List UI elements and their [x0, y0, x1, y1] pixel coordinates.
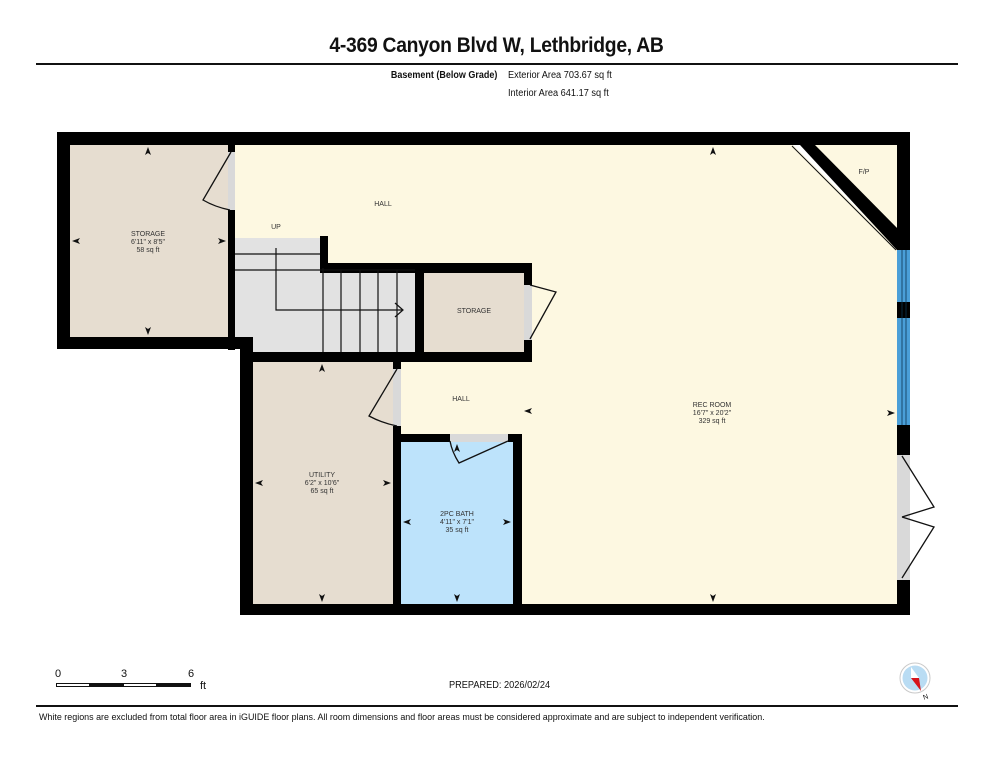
rec-room-name: REC ROOM	[693, 402, 732, 409]
bath-floor	[401, 442, 513, 604]
walls	[57, 132, 910, 615]
scale-tick-6: 6	[188, 668, 195, 680]
storage-small-floor	[424, 273, 524, 353]
staircase	[235, 248, 415, 352]
stair-direction-arrow	[275, 248, 402, 311]
utility-area: 65 sq ft	[311, 488, 334, 495]
rec-room-dims: 16'7" x 20'2"	[693, 410, 732, 417]
bath-name: 2PC BATH	[440, 511, 474, 518]
door-storage-small[interactable]	[529, 284, 557, 340]
window	[897, 318, 910, 425]
rec-room-area: 329 sq ft	[699, 418, 726, 425]
utility-floor	[253, 362, 393, 604]
storage-small-name: STORAGE	[457, 308, 491, 315]
utility-dims: 6'2" x 10'6"	[305, 480, 340, 487]
room-labels: STORAGE 6'11" x 8'5" 58 sq ft HALL UP ST…	[131, 169, 870, 534]
storage-left-dims: 6'11" x 8'5"	[131, 239, 165, 246]
page-title: 4-369 Canyon Blvd W, Lethbridge, AB	[329, 34, 664, 57]
compass-icon: N	[899, 662, 931, 701]
floor-fills	[70, 145, 897, 604]
utility-name: UTILITY	[309, 472, 335, 479]
door-bath[interactable]	[449, 440, 509, 464]
stairs-up-label: UP	[271, 224, 281, 231]
scale-unit: ft	[200, 680, 207, 692]
disclaimer-text: White regions are excluded from total fl…	[39, 712, 765, 723]
level-name: Basement (Below Grade)	[390, 70, 497, 81]
door-utility[interactable]	[368, 368, 398, 427]
interior-area: Interior Area 641.17 sq ft	[508, 88, 609, 99]
hall-upper-name: HALL	[374, 201, 392, 208]
dimension-markers	[72, 147, 895, 602]
header-divider	[36, 63, 958, 65]
prepared-date: PREPARED: 2026/02/24	[449, 680, 551, 691]
scale-tick-0: 0	[55, 668, 62, 680]
storage-left-floor	[70, 145, 228, 337]
footer-divider	[36, 705, 958, 707]
fireplace-label: F/P	[859, 169, 870, 176]
scale-tick-3: 3	[121, 668, 128, 680]
hearth-line	[791, 145, 897, 251]
door-swings[interactable]	[202, 151, 935, 579]
exterior-area: Exterior Area 703.67 sq ft	[508, 70, 612, 81]
door-patio-lower[interactable]	[901, 516, 935, 579]
hall-rec-floor	[235, 145, 897, 604]
door-patio-upper[interactable]	[901, 455, 935, 518]
window	[897, 250, 910, 302]
compass-north-label: N	[922, 693, 929, 701]
door-storage-left[interactable]	[202, 151, 232, 211]
bath-area: 35 sq ft	[446, 527, 469, 534]
storage-left-area: 58 sq ft	[137, 247, 160, 254]
hall-lower-name: HALL	[452, 396, 470, 403]
bath-dims: 4'11" x 7'1"	[440, 519, 474, 526]
windows	[897, 250, 910, 425]
storage-left-name: STORAGE	[131, 231, 165, 238]
